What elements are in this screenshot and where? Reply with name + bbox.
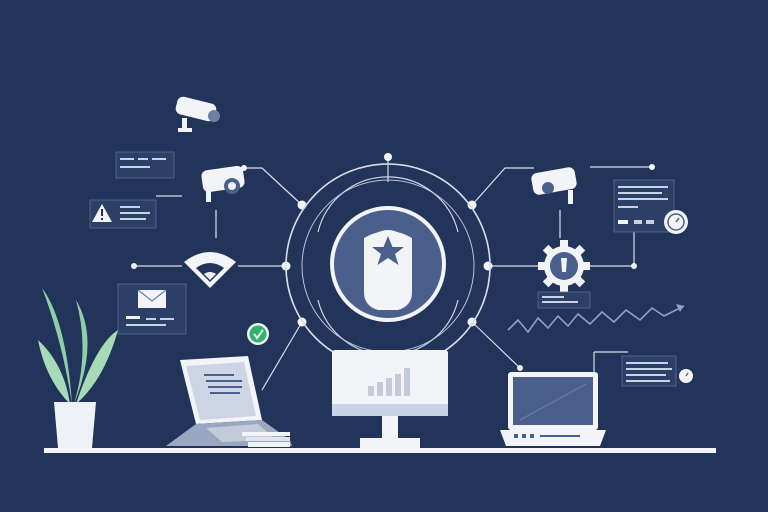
trend-line-icon [507, 305, 685, 334]
trend-arrow [676, 304, 684, 312]
laptop-icon [166, 356, 292, 447]
check-icon [247, 323, 269, 345]
clock-icon [664, 210, 688, 234]
central-hub [285, 163, 491, 369]
security-camera-icon [175, 96, 220, 132]
desk [44, 448, 716, 453]
mail-icon [117, 283, 187, 335]
info-panel [613, 179, 675, 233]
info-panel [537, 291, 591, 309]
laptop-icon [500, 372, 606, 446]
chart-icon [368, 368, 410, 396]
plant-icon [38, 288, 118, 448]
gear-icon [538, 240, 590, 292]
shield-star-icon [364, 230, 412, 310]
clock-icon [679, 369, 693, 383]
wifi-icon [184, 252, 236, 288]
warning-icon [89, 199, 157, 229]
security-camera-icon [201, 165, 245, 202]
monitor-icon [332, 350, 448, 448]
security-camera-icon [531, 167, 577, 204]
info-panel [621, 355, 677, 387]
info-panel [115, 151, 175, 179]
connector-lines [134, 157, 652, 391]
